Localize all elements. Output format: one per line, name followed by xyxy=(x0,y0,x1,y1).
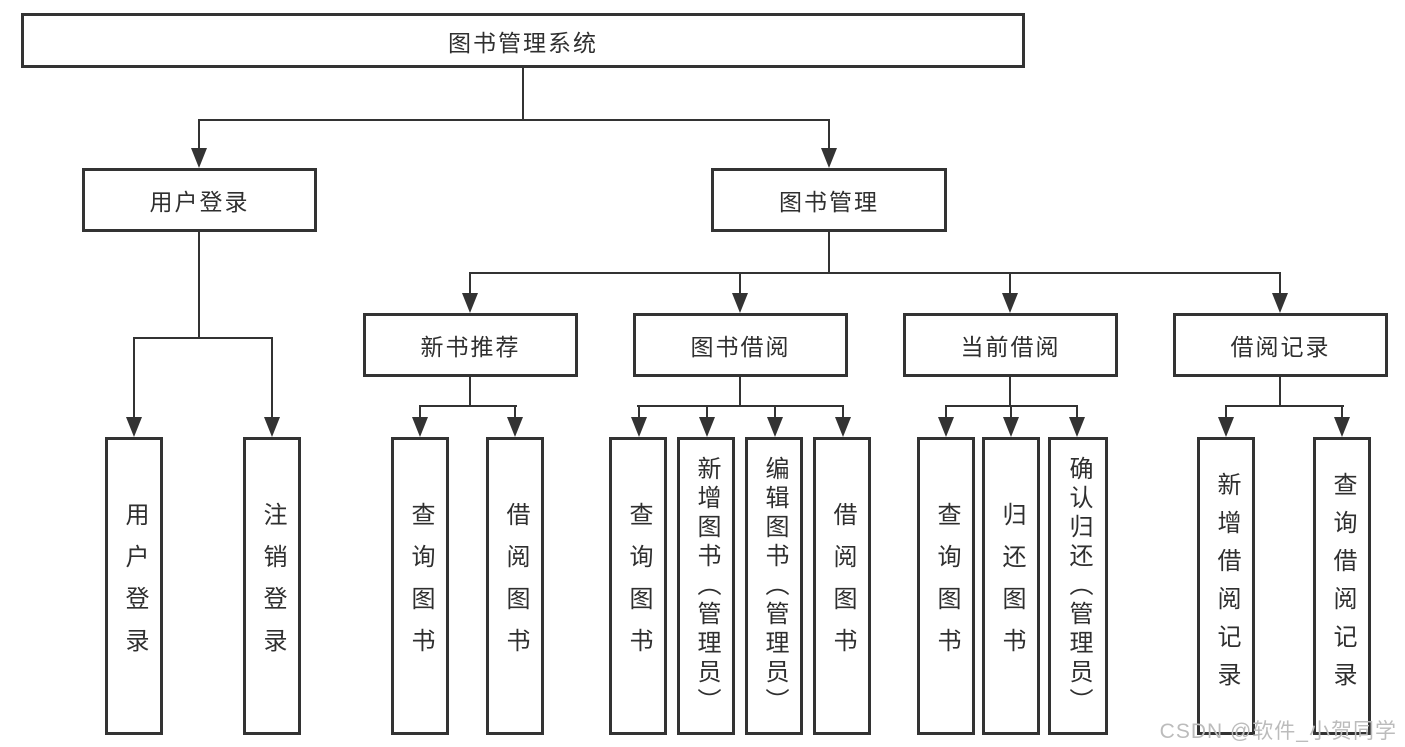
connector-arrow-stem xyxy=(1076,405,1078,421)
leaf-borrow-query-label: 查询图书 xyxy=(625,502,652,670)
connector-arrow-stem xyxy=(739,272,741,295)
connector-borrow-bar xyxy=(637,405,844,407)
connector-arrow-stem xyxy=(1341,405,1343,421)
node-user-login: 用户登录 xyxy=(82,168,317,232)
connector-records-stem xyxy=(1279,377,1281,407)
connector-bookmgmt-stem xyxy=(828,232,830,274)
connector-arrow-stem xyxy=(706,405,708,421)
leaf-current-confirm-label: 确认归还（管理员） xyxy=(1065,455,1092,717)
leaf-borrow-borrow: 借阅图书 xyxy=(813,437,871,735)
node-records-label: 借阅记录 xyxy=(1230,334,1331,360)
leaf-records-query: 查询借阅记录 xyxy=(1313,437,1371,735)
leaf-borrow-add-label: 新增图书（管理员） xyxy=(693,455,720,717)
arrowhead-down xyxy=(699,417,715,437)
connector-arrow-stem xyxy=(945,405,947,421)
node-borrow-label: 图书借阅 xyxy=(690,334,791,360)
leaf-current-return-label: 归还图书 xyxy=(998,502,1025,670)
leaf-records-query-label: 查询借阅记录 xyxy=(1329,472,1356,700)
arrowhead-down xyxy=(1218,417,1234,437)
connector-arrow-stem xyxy=(1010,405,1012,421)
connector-arrow-stem xyxy=(133,337,135,419)
arrowhead-down xyxy=(821,148,837,168)
connector-arrow-stem xyxy=(271,337,273,419)
arrowhead-down xyxy=(462,293,478,313)
connector-level2-bar xyxy=(198,119,830,121)
arrowhead-down xyxy=(835,417,851,437)
leaf-records-add: 新增借阅记录 xyxy=(1197,437,1255,735)
node-book-mgmt: 图书管理 xyxy=(711,168,947,232)
arrowhead-down xyxy=(126,417,142,437)
connector-current-stem xyxy=(1009,377,1011,407)
connector-borrow-stem xyxy=(739,377,741,407)
leaf-borrow-edit-label: 编辑图书（管理员） xyxy=(761,455,788,717)
connector-newbooks-stem xyxy=(469,377,471,407)
connector-userlogin-bar xyxy=(133,337,273,339)
node-user-login-label: 用户登录 xyxy=(149,189,250,215)
leaf-current-return: 归还图书 xyxy=(982,437,1040,735)
arrowhead-down xyxy=(1002,293,1018,313)
connector-userlogin-stem xyxy=(198,232,200,339)
arrowhead-down xyxy=(1334,417,1350,437)
connector-arrow-stem xyxy=(774,405,776,421)
node-root: 图书管理系统 xyxy=(21,13,1025,68)
connector-newbooks-bar xyxy=(419,405,517,407)
connector-records-bar xyxy=(1225,405,1344,407)
leaf-current-query-label: 查询图书 xyxy=(933,502,960,670)
arrowhead-down xyxy=(191,148,207,168)
leaf-logout-label: 注销登录 xyxy=(259,502,286,670)
arrowhead-down xyxy=(938,417,954,437)
connector-arrow-stem xyxy=(842,405,844,421)
connector-arrow-stem xyxy=(198,119,200,150)
leaf-newbooks-query-label: 查询图书 xyxy=(407,502,434,670)
leaf-user-login-label: 用户登录 xyxy=(121,502,148,670)
leaf-newbooks-query: 查询图书 xyxy=(391,437,449,735)
leaf-borrow-query: 查询图书 xyxy=(609,437,667,735)
node-new-books-label: 新书推荐 xyxy=(420,334,521,360)
leaf-records-add-label: 新增借阅记录 xyxy=(1213,472,1240,700)
connector-arrow-stem xyxy=(828,119,830,150)
connector-arrow-stem xyxy=(419,405,421,421)
leaf-current-confirm: 确认归还（管理员） xyxy=(1048,437,1108,735)
connector-root-stem xyxy=(522,68,524,119)
arrowhead-down xyxy=(507,417,523,437)
leaf-user-login: 用户登录 xyxy=(105,437,163,735)
node-book-mgmt-label: 图书管理 xyxy=(779,189,879,215)
leaf-logout: 注销登录 xyxy=(243,437,301,735)
arrowhead-down xyxy=(1069,417,1085,437)
node-records: 借阅记录 xyxy=(1173,313,1388,377)
leaf-current-query: 查询图书 xyxy=(917,437,975,735)
arrowhead-down xyxy=(1272,293,1288,313)
connector-level3-bar xyxy=(469,272,1281,274)
leaf-borrow-add: 新增图书（管理员） xyxy=(677,437,735,735)
connector-arrow-stem xyxy=(1009,272,1011,295)
csdn-watermark: CSDN @软件_小贺同学 xyxy=(1159,720,1397,743)
arrowhead-down xyxy=(264,417,280,437)
connector-arrow-stem xyxy=(1225,405,1227,421)
arrowhead-down xyxy=(767,417,783,437)
arrowhead-down xyxy=(412,417,428,437)
node-borrow: 图书借阅 xyxy=(633,313,848,377)
connector-arrow-stem xyxy=(1279,272,1281,295)
connector-arrow-stem xyxy=(469,272,471,295)
arrowhead-down xyxy=(732,293,748,313)
leaf-borrow-edit: 编辑图书（管理员） xyxy=(745,437,803,735)
arrowhead-down xyxy=(1003,417,1019,437)
node-root-label: 图书管理系统 xyxy=(448,29,598,56)
leaf-borrow-borrow-label: 借阅图书 xyxy=(829,502,856,670)
connector-arrow-stem xyxy=(514,405,516,421)
connector-arrow-stem xyxy=(638,405,640,421)
leaf-newbooks-borrow: 借阅图书 xyxy=(486,437,544,735)
arrowhead-down xyxy=(631,417,647,437)
node-current-label: 当前借阅 xyxy=(960,334,1061,360)
leaf-newbooks-borrow-label: 借阅图书 xyxy=(502,502,529,670)
node-new-books: 新书推荐 xyxy=(363,313,578,377)
node-current: 当前借阅 xyxy=(903,313,1118,377)
